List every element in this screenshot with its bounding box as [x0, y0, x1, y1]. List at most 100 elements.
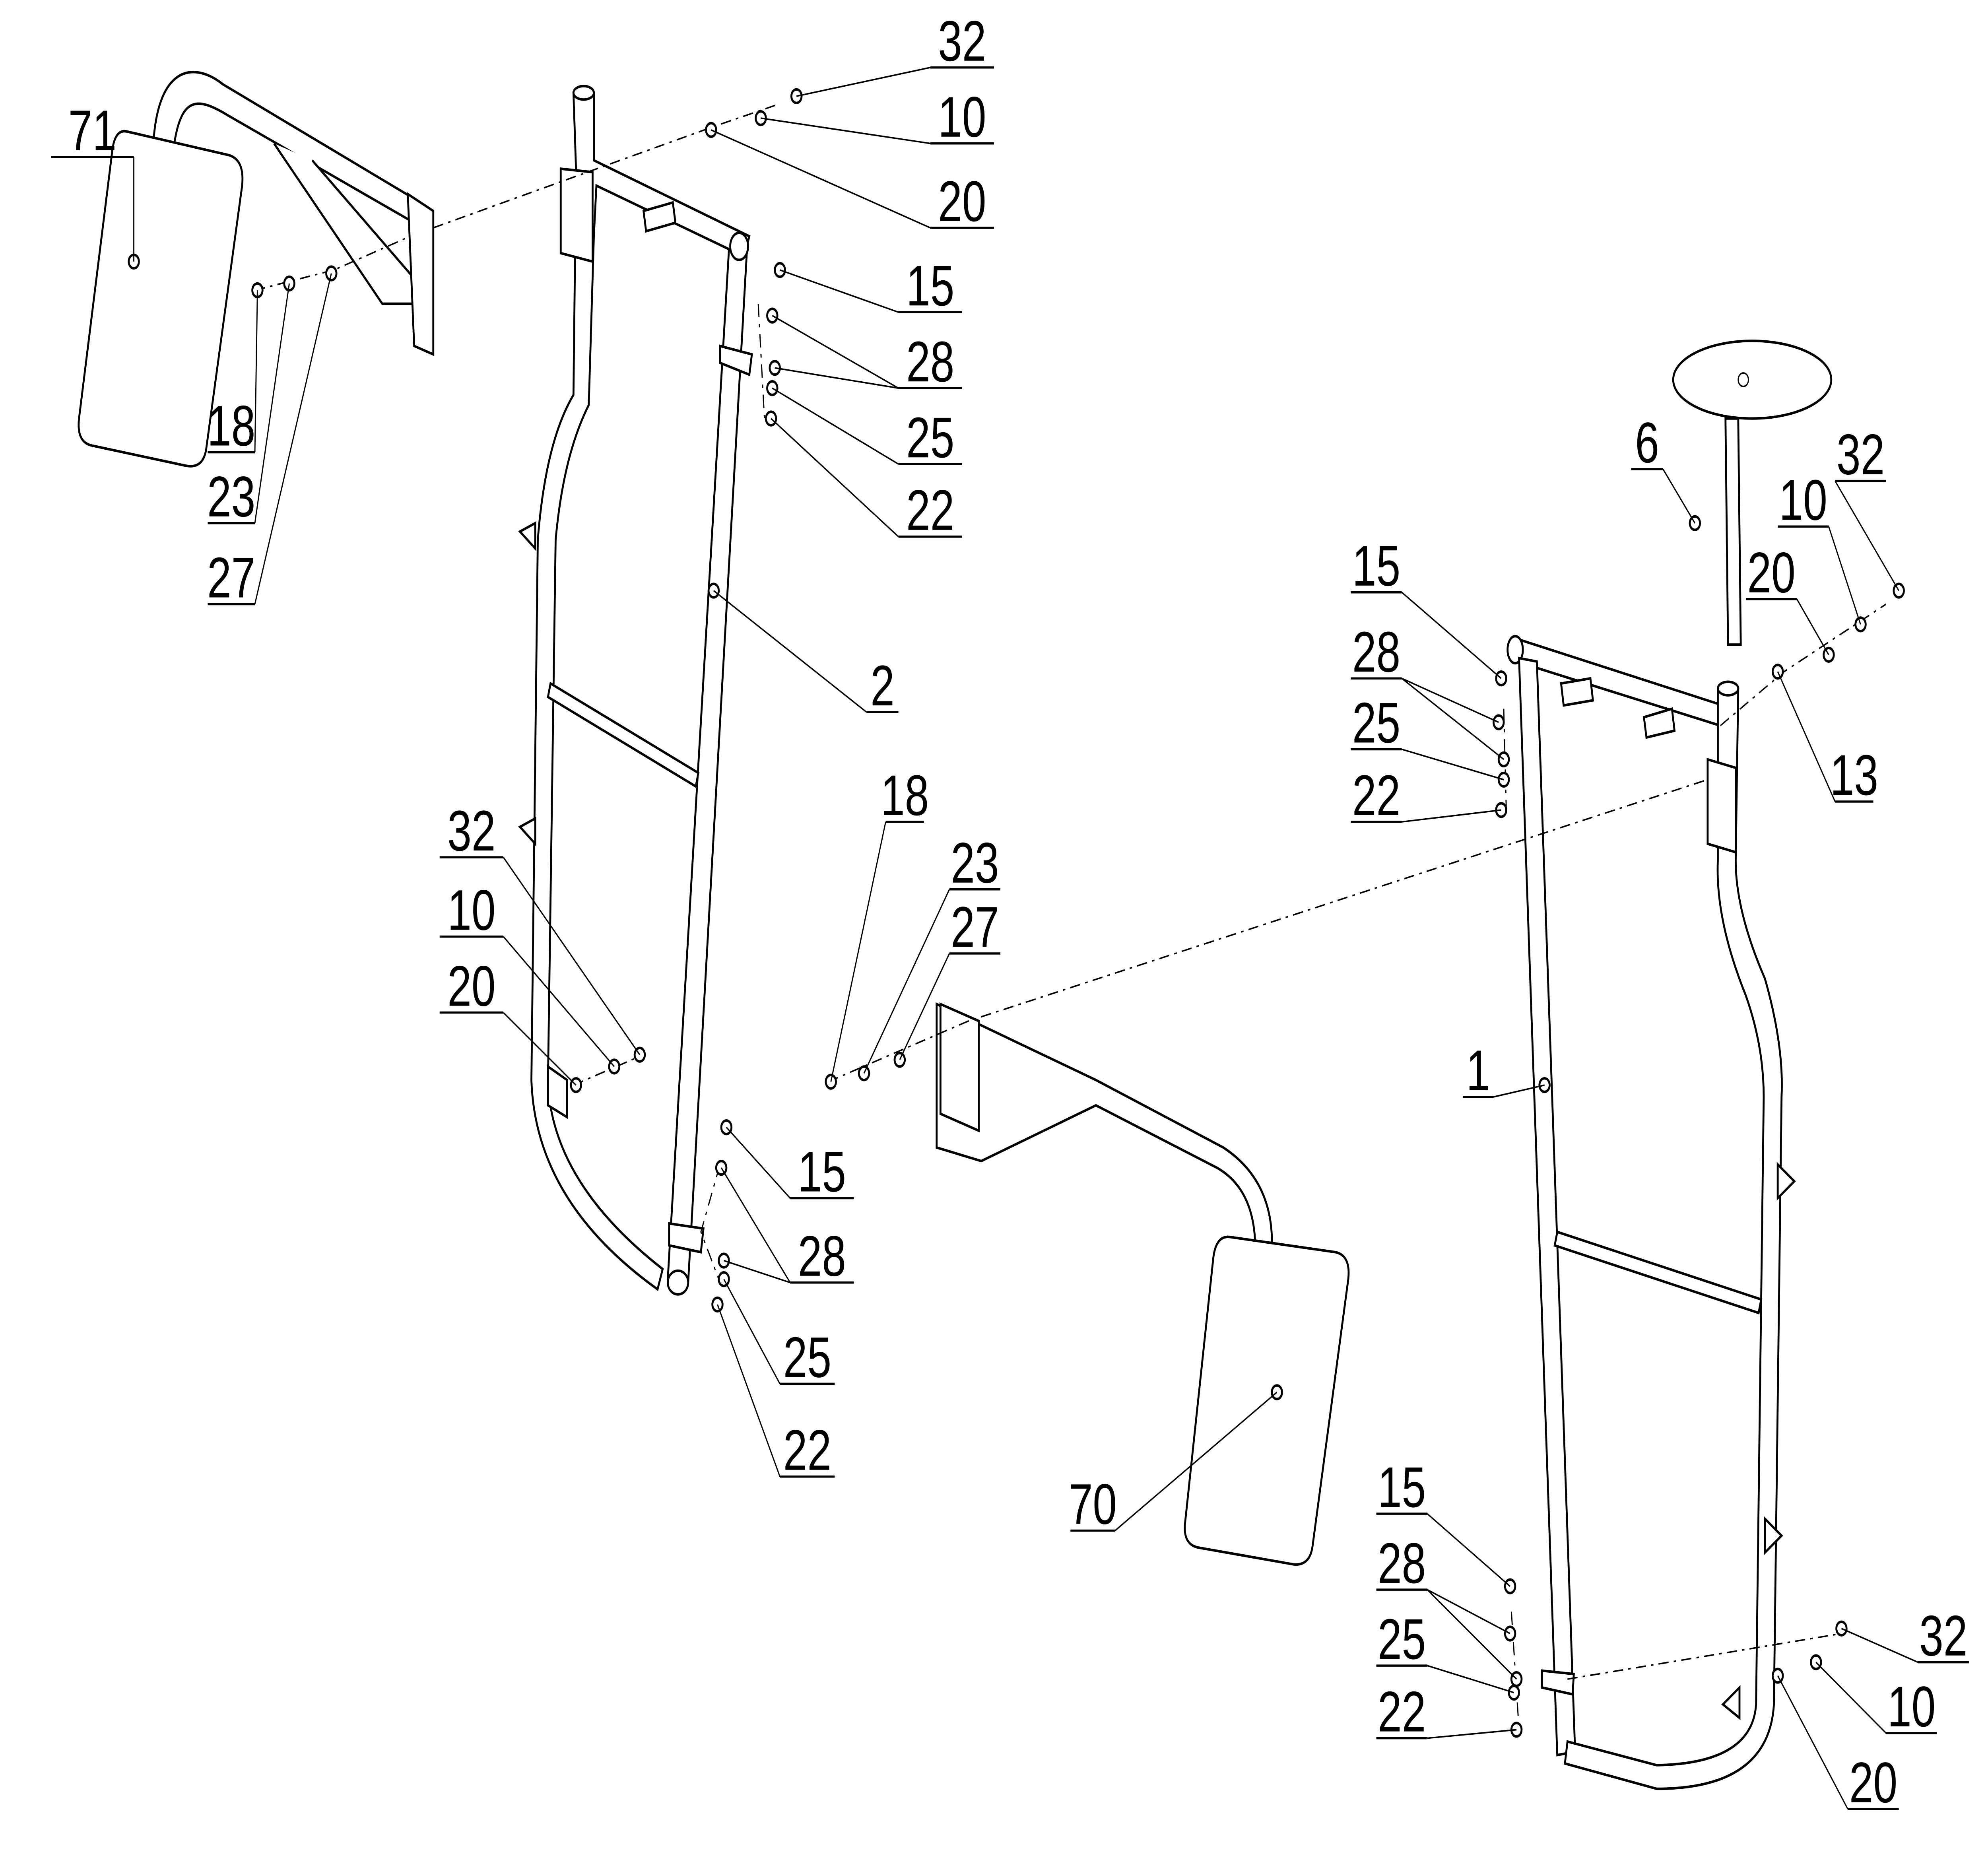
callout-label: 32 [447, 799, 495, 863]
leader-line [1835, 480, 1899, 591]
callout-2: 2 [713, 590, 899, 718]
callout-label: 20 [1849, 1751, 1897, 1815]
leader-line [503, 936, 615, 1067]
callout-label: 71 [68, 99, 116, 163]
callout-20: 20 [1746, 541, 1829, 655]
callout-label: 10 [447, 878, 495, 942]
leader-line [1427, 1513, 1510, 1587]
callout-label: 28 [1378, 1531, 1426, 1595]
callout-70: 70 [1069, 1391, 1277, 1536]
leader-line [1401, 678, 1504, 760]
leader-line [717, 1304, 780, 1477]
callout-27: 27 [207, 273, 332, 610]
leader-line [1493, 1084, 1545, 1098]
leader-line [1777, 671, 1836, 802]
callout-label: 20 [1747, 541, 1796, 605]
leader-line [1427, 1589, 1517, 1680]
leader-line [1828, 526, 1861, 625]
callout-label: 28 [798, 1224, 846, 1288]
leader-line [1427, 1665, 1514, 1693]
leader-line [711, 129, 931, 229]
frame-1 [1507, 340, 1833, 1790]
leader-line [1401, 592, 1502, 679]
callout-22: 22 [717, 1304, 835, 1482]
callout-label: 22 [1352, 763, 1400, 827]
callout-10: 10 [1778, 468, 1861, 625]
callout-28: 28 [1376, 1531, 1517, 1680]
callout-label: 25 [1378, 1607, 1426, 1671]
fastener-part [1271, 1384, 1283, 1400]
leader-line [1841, 1627, 1918, 1663]
callout-label: 25 [906, 406, 954, 470]
callout-15: 15 [726, 1126, 854, 1204]
leader-line [254, 283, 290, 524]
leader-line [724, 1260, 790, 1283]
leader-line [1815, 1662, 1887, 1734]
mirror-71 [78, 71, 435, 468]
leader-line [503, 1012, 577, 1086]
callout-27: 27 [899, 895, 1001, 1060]
callout-label: 23 [951, 831, 999, 895]
callout-10: 10 [761, 85, 994, 149]
leader-line [254, 290, 258, 452]
leader-line [1796, 598, 1829, 655]
callout-label: 15 [1378, 1455, 1426, 1519]
leader-line [726, 1126, 791, 1199]
fastener-part [570, 1077, 582, 1093]
callout-15: 15 [780, 254, 962, 318]
callout-18: 18 [830, 763, 929, 1082]
callout-label: 15 [906, 254, 954, 318]
mirror-70 [936, 1002, 1350, 1566]
leader-line [720, 1167, 791, 1283]
callout-label: 10 [1887, 1675, 1936, 1739]
leader-line [1427, 1589, 1510, 1635]
callout-15: 15 [1376, 1455, 1510, 1587]
leader-line [254, 273, 332, 605]
leader-line [863, 889, 950, 1074]
callout-23: 23 [863, 831, 1001, 1074]
leader-line [761, 117, 930, 144]
leader-line [780, 269, 899, 313]
hardware [128, 88, 1905, 1738]
callout-18: 18 [207, 290, 258, 458]
leader-line [772, 315, 899, 389]
callout-label: 1 [1466, 1039, 1491, 1103]
callout-label: 32 [1919, 1604, 1967, 1668]
callout-label: 32 [1837, 423, 1885, 487]
leader-line [1402, 809, 1501, 823]
callout-25: 25 [1351, 691, 1504, 780]
leader-line [1402, 748, 1504, 780]
callout-label: 10 [1779, 468, 1827, 532]
callout-20: 20 [1777, 1675, 1899, 1815]
callout-22: 22 [1351, 763, 1501, 828]
fastener-part [1508, 1684, 1520, 1701]
callout-28: 28 [720, 1167, 854, 1288]
callout-label: 13 [1830, 743, 1878, 807]
callout-32: 32 [1835, 423, 1899, 591]
callout-25: 25 [1376, 1607, 1514, 1693]
leader-line [1427, 1729, 1517, 1739]
callout-13: 13 [1777, 671, 1878, 808]
callout-label: 18 [207, 394, 255, 458]
callout-1: 1 [1463, 1039, 1545, 1103]
callout-71: 71 [51, 99, 134, 262]
leader-line [772, 387, 899, 465]
callout-label: 27 [951, 895, 999, 959]
fastener-part [1823, 647, 1835, 663]
leader-line [796, 66, 930, 97]
leader-line [1402, 678, 1499, 723]
callout-10: 10 [1815, 1662, 1937, 1739]
callout-label: 25 [1352, 691, 1400, 755]
callout-label: 22 [783, 1418, 831, 1482]
callout-32: 32 [1841, 1604, 1969, 1668]
callout-label: 22 [906, 478, 954, 542]
callout-label: 28 [1352, 620, 1400, 684]
callout-label: 32 [938, 9, 986, 73]
fastener-part [1810, 1654, 1822, 1670]
callout-15: 15 [1351, 534, 1502, 679]
leader-line [503, 856, 641, 1055]
leader-line [775, 367, 899, 389]
callout-label: 28 [906, 330, 954, 394]
callout-label: 10 [938, 85, 986, 149]
